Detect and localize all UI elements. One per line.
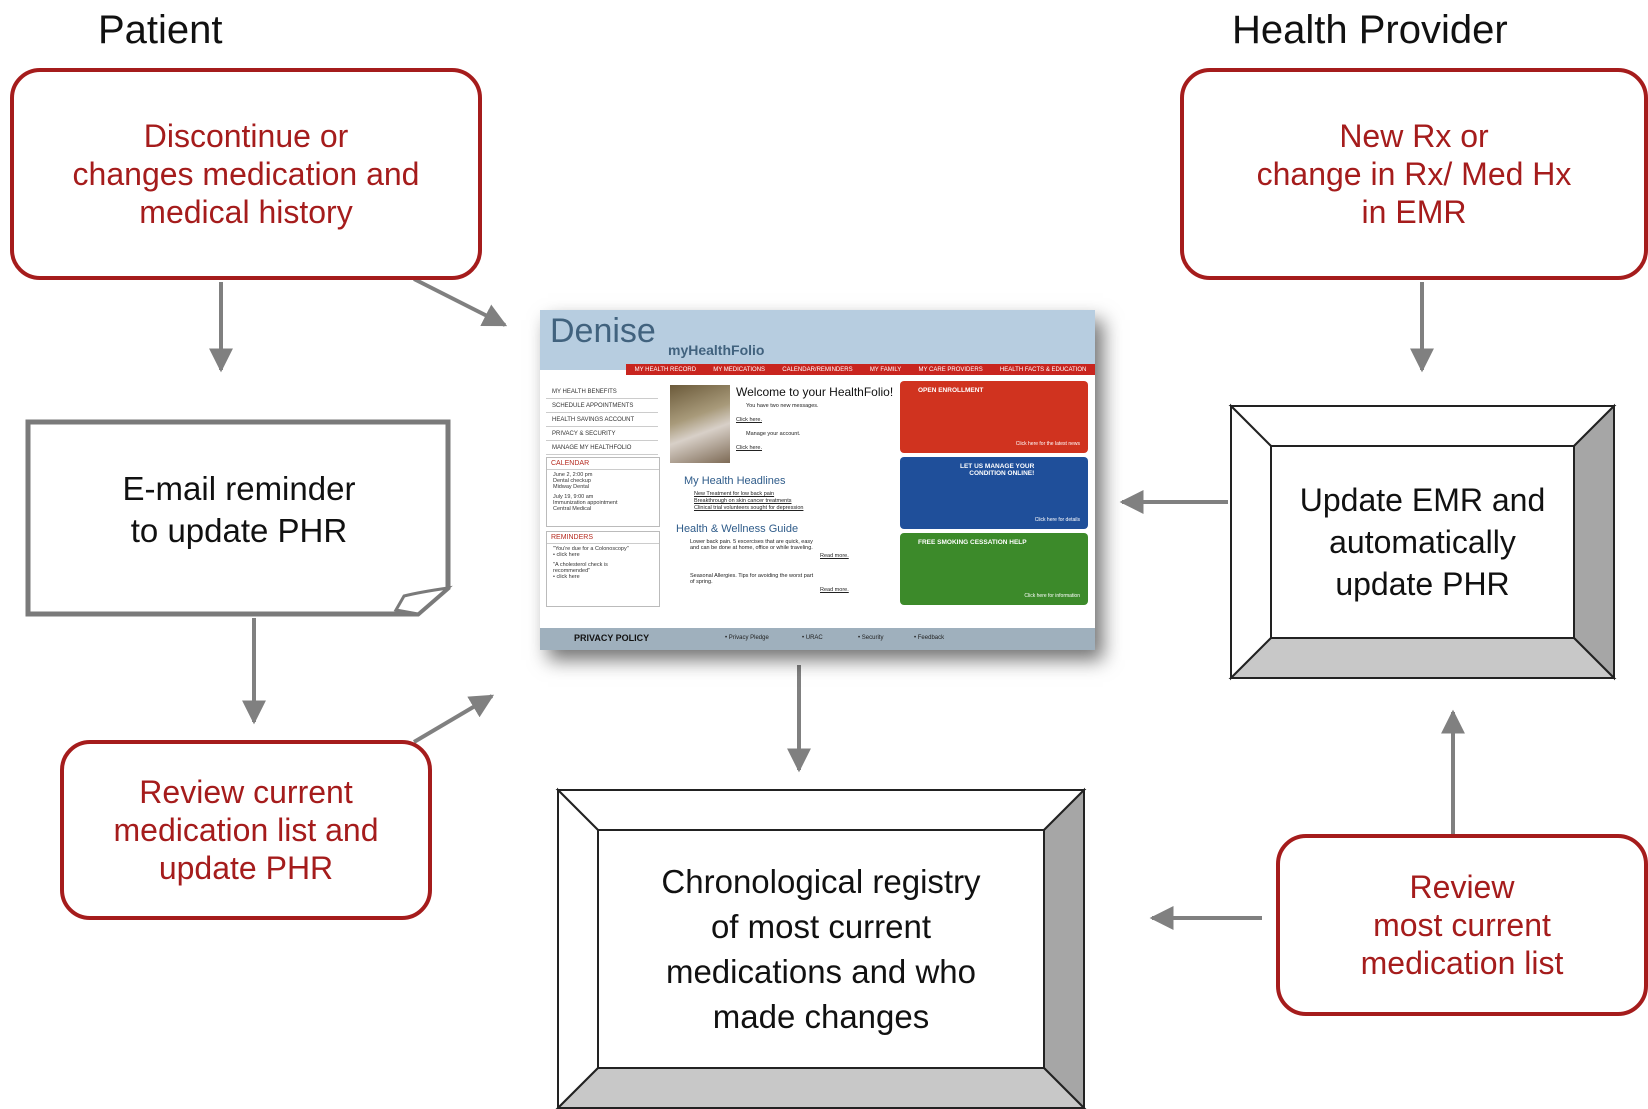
phr-guide-title: Health & Wellness Guide <box>676 523 799 535</box>
phr-menu-item[interactable]: HEALTH SAVINGS ACCOUNT <box>546 413 658 427</box>
phr-reminders-panel: REMINDERS "You're due for a Colonoscopy"… <box>546 531 660 607</box>
phr-menu-item[interactable]: MY HEALTH BENEFITS <box>546 385 658 399</box>
registry-text: Chronological registry of most current m… <box>661 863 981 1035</box>
phr-headline-link[interactable]: Breakthrough on skin cancer treatments <box>694 498 792 504</box>
phr-footer-link[interactable]: • Feedback <box>914 635 945 641</box>
phr-ad-smoking[interactable]: FREE SMOKING CESSATION HELP Click here f… <box>900 533 1088 605</box>
review-most-text: Review most current medication list <box>1360 869 1564 981</box>
phr-footer: PRIVACY POLICY • Privacy Pledge • URAC •… <box>540 628 1095 650</box>
phr-user-name: Denise <box>550 312 656 350</box>
phr-guide-item: Lower back pain. 5 excercises that are q… <box>690 539 813 551</box>
phr-nav-item[interactable]: HEALTH FACTS & EDUCATION <box>999 366 1087 373</box>
phr-guide-item: Seasonal Allergies. Tips for avoiding th… <box>690 573 814 585</box>
phr-menu-item[interactable]: SCHEDULE APPOINTMENTS <box>546 399 658 413</box>
phr-calendar-item: June 2, 2:00 pm Dental checkup Midway De… <box>553 472 593 490</box>
phr-ad-title: FREE SMOKING CESSATION HELP <box>918 539 1027 546</box>
phr-read-more-link[interactable]: Read more. <box>820 553 849 559</box>
phr-headline-link[interactable]: New Treatment for low back pain <box>694 491 775 497</box>
phr-ad-link[interactable]: Click here for the latest news <box>1015 441 1080 447</box>
email-reminder-text: E-mail reminder to update PHR <box>122 470 356 549</box>
phr-calendar-title: CALENDAR <box>547 458 659 470</box>
phr-ad-link[interactable]: Click here for information <box>1024 593 1080 599</box>
email-reminder-fold <box>393 585 453 616</box>
phr-headlines-title: My Health Headlines <box>684 475 786 487</box>
patient-heading: Patient <box>98 8 223 52</box>
phr-ad-title: LET US MANAGE YOUR CONDITION ONLINE! <box>960 463 1035 477</box>
phr-menu-item[interactable]: PRIVACY & SECURITY <box>546 427 658 441</box>
phr-manage-account: Manage your account. <box>746 431 801 437</box>
update-emr-text: Update EMR and automatically update PHR <box>1299 482 1546 602</box>
phr-reminder-item[interactable]: "A cholesterol check is recommended" • c… <box>553 562 608 580</box>
phr-footer-link[interactable]: • URAC <box>802 635 823 641</box>
phr-nav-item[interactable]: MY FAMILY <box>869 366 902 373</box>
arrow-review-to-phr <box>412 694 495 744</box>
phr-ad-title: OPEN ENROLLMENT <box>918 387 984 394</box>
review-current-text: Review current medication list and updat… <box>113 774 379 886</box>
phr-messages: You have two new messages. <box>746 403 819 409</box>
phr-headline-link[interactable]: Clinical trial volunteers sought for dep… <box>694 505 804 511</box>
phr-reminders-title: REMINDERS <box>547 532 659 544</box>
phr-nav-item[interactable]: MY HEALTH RECORD <box>634 366 697 373</box>
discontinue-text: Discontinue or changes medication and me… <box>72 118 420 230</box>
new-rx-text: New Rx or change in Rx/ Med Hx in EMR <box>1256 118 1572 230</box>
update-emr-frame <box>1228 403 1617 681</box>
phr-nav-item[interactable]: MY MEDICATIONS <box>713 366 766 373</box>
phr-nav: MY HEALTH RECORD MY MEDICATIONS CALENDAR… <box>626 364 1095 375</box>
review-most-box: Review most current medication list <box>1276 834 1648 1016</box>
discontinue-box: Discontinue or changes medication and me… <box>10 68 482 280</box>
phr-click-here-link[interactable]: Click here. <box>736 445 762 451</box>
review-current-box: Review current medication list and updat… <box>60 740 432 920</box>
phr-ad-link[interactable]: Click here for details <box>1034 517 1080 523</box>
phr-nav-item[interactable]: MY CARE PROVIDERS <box>918 366 983 373</box>
phr-reminder-item[interactable]: "You're due for a Colonoscopy" • click h… <box>553 546 629 558</box>
phr-user-photo <box>670 385 730 463</box>
phr-privacy-policy[interactable]: PRIVACY POLICY <box>574 633 650 643</box>
phr-footer-link[interactable]: • Security <box>858 635 884 641</box>
phr-ad-manage[interactable]: LET US MANAGE YOUR CONDITION ONLINE! Cli… <box>900 457 1088 529</box>
phr-left-menu: MY HEALTH BENEFITS SCHEDULE APPOINTMENTS… <box>546 385 658 455</box>
provider-heading: Health Provider <box>1232 8 1508 52</box>
phr-footer-link[interactable]: • Privacy Pledge <box>725 635 769 641</box>
phr-header: Denise myHealthFolio <box>540 310 1095 370</box>
phr-welcome: Welcome to your HealthFolio! <box>736 385 894 399</box>
phr-screenshot: Denise myHealthFolio MY HEALTH RECORD MY… <box>540 310 1095 650</box>
phr-body: MY HEALTH BENEFITS SCHEDULE APPOINTMENTS… <box>540 375 1095 625</box>
arrow-discontinue-to-phr <box>413 277 508 327</box>
phr-calendar-panel: CALENDAR June 2, 2:00 pm Dental checkup … <box>546 457 660 527</box>
registry-frame <box>555 787 1087 1109</box>
new-rx-box: New Rx or change in Rx/ Med Hx in EMR <box>1180 68 1648 280</box>
phr-read-more-link[interactable]: Read more. <box>820 587 849 593</box>
phr-ad-enrollment[interactable]: OPEN ENROLLMENT Click here for the lates… <box>900 381 1088 453</box>
phr-click-here-link[interactable]: Click here. <box>736 417 762 423</box>
phr-calendar-item: July 19, 9:00 am Immunization appointmen… <box>553 494 618 512</box>
phr-brand: myHealthFolio <box>668 342 765 358</box>
phr-menu-item[interactable]: MANAGE MY HEALTHFOLIO <box>546 441 658 455</box>
phr-nav-item[interactable]: CALENDAR/REMINDERS <box>782 366 853 373</box>
